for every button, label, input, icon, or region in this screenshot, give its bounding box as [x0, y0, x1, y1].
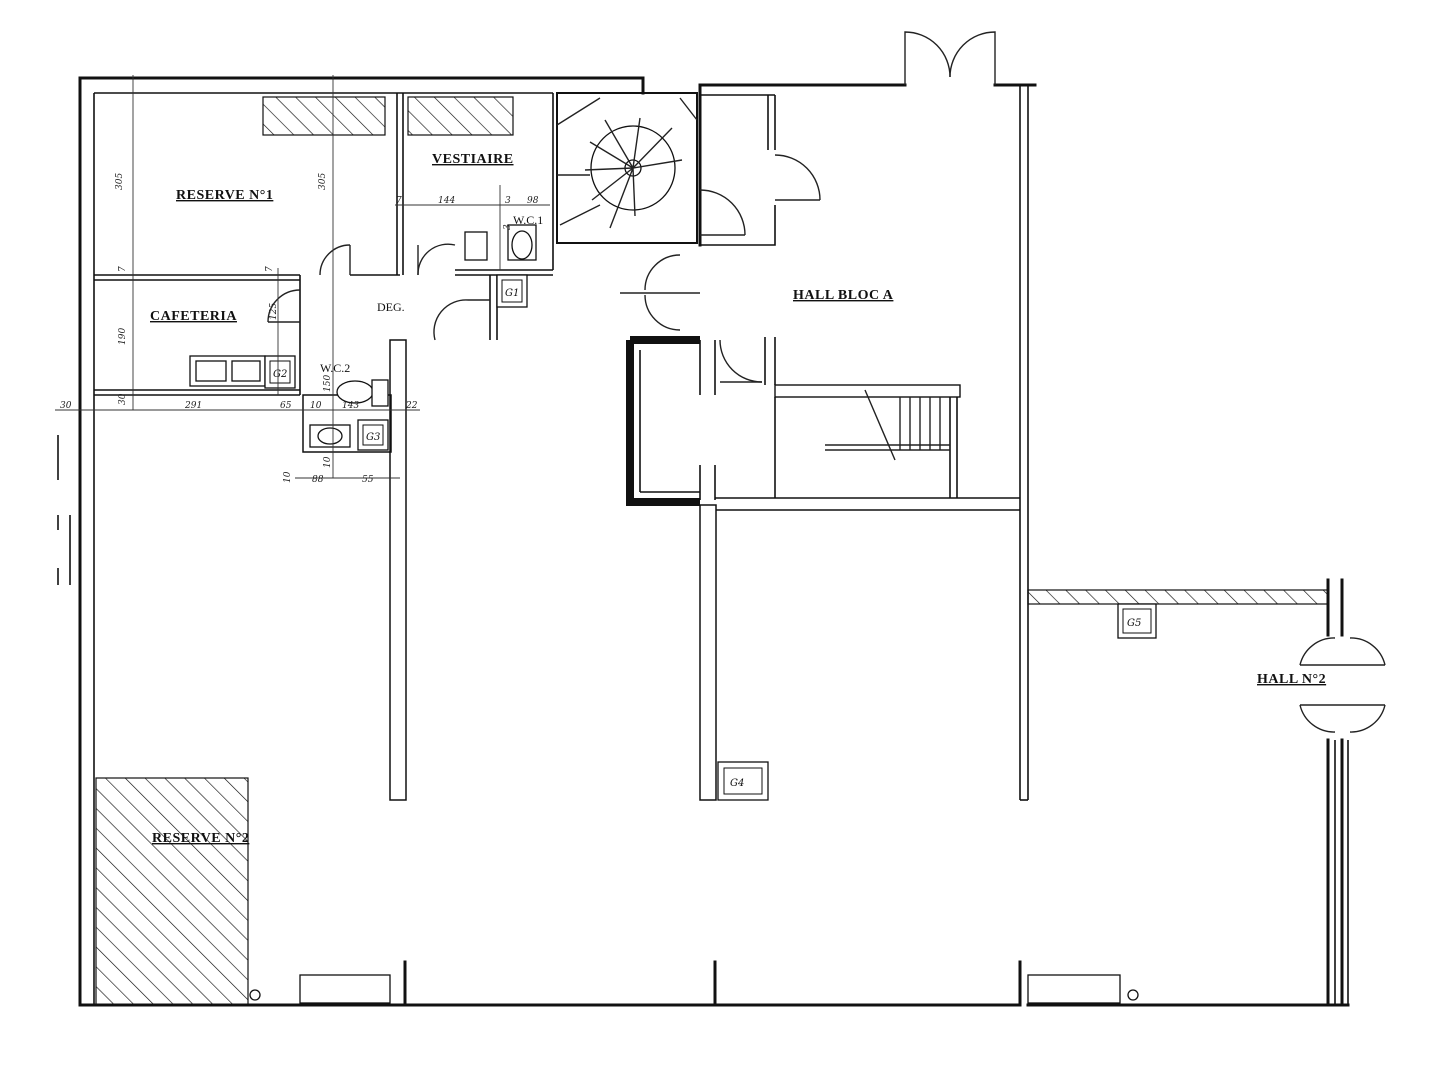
dim-305-left: 305 — [115, 173, 125, 190]
room-hall-bloc-a: HALL BLOC A — [793, 288, 894, 303]
toilet-wc2 — [336, 380, 374, 404]
shaft-g2-label: G2 — [273, 369, 287, 380]
dim-65: 65 — [280, 401, 292, 411]
dim-30-b: 30 — [60, 401, 72, 411]
dim-190: 190 — [118, 328, 128, 345]
dim-98: 98 — [527, 196, 539, 206]
doors — [267, 31, 1386, 733]
room-wc2: W.C.2 — [320, 361, 350, 375]
dim-125: 125 — [269, 303, 279, 320]
dim-7-b: 7 — [265, 266, 275, 272]
dim-150: 150 — [323, 375, 333, 392]
dim-10-a: 10 — [310, 401, 322, 411]
shaft-g3-label: G3 — [366, 432, 380, 443]
fixtures — [189, 224, 1139, 1004]
shaft-g1-label: G1 — [505, 288, 519, 299]
shaft-g5 — [1117, 603, 1157, 639]
dim-22: 22 — [405, 401, 418, 411]
dim-3-a: 3 — [505, 196, 511, 206]
straight-staircase — [825, 389, 950, 461]
room-cafeteria: CAFETERIA — [150, 309, 237, 324]
radiator-1 — [299, 974, 391, 1004]
room-vestiaire: VESTIAIRE — [432, 152, 514, 167]
spiral-staircase — [556, 97, 698, 229]
room-reserve-2: RESERVE N°2 — [152, 831, 249, 846]
dim-55: 55 — [362, 475, 374, 485]
hatched-areas — [95, 96, 514, 1006]
sink-wc1 — [464, 231, 488, 261]
dim-305-mid: 305 — [318, 173, 328, 190]
shaft-g4-label: G4 — [730, 778, 744, 789]
dim-3-b: 3 — [503, 224, 513, 230]
dimension-lines — [55, 75, 550, 479]
radiator-2 — [1027, 974, 1121, 1004]
dimension-labels: 305 305 7 7 7 144 98 3 3 190 125 30 30 2… — [60, 173, 539, 485]
dim-88: 88 — [312, 475, 324, 485]
dim-7-c: 7 — [396, 196, 402, 206]
dim-10-b: 10 — [323, 456, 333, 468]
dim-144: 144 — [438, 196, 455, 206]
room-wc1: W.C.1 — [513, 213, 543, 227]
dim-7-a: 7 — [118, 266, 128, 272]
interior-walls — [94, 92, 1020, 801]
dim-143: 143 — [342, 401, 359, 411]
room-hall-2: HALL N°2 — [1257, 672, 1326, 687]
dim-291: 291 — [184, 401, 202, 411]
shaft-g5-label: G5 — [1127, 618, 1141, 629]
dim-10-c: 10 — [283, 471, 293, 483]
dim-30-a: 30 — [118, 393, 128, 405]
room-deg: DEG. — [377, 300, 405, 314]
room-reserve-1: RESERVE N°1 — [176, 188, 273, 203]
outer-walls — [57, 76, 1350, 1007]
shafts: G1 G2 G3 G4 G5 — [264, 274, 1157, 801]
room-labels: RESERVE N°1 VESTIAIRE W.C.1 CAFETERIA DE… — [150, 152, 1326, 846]
